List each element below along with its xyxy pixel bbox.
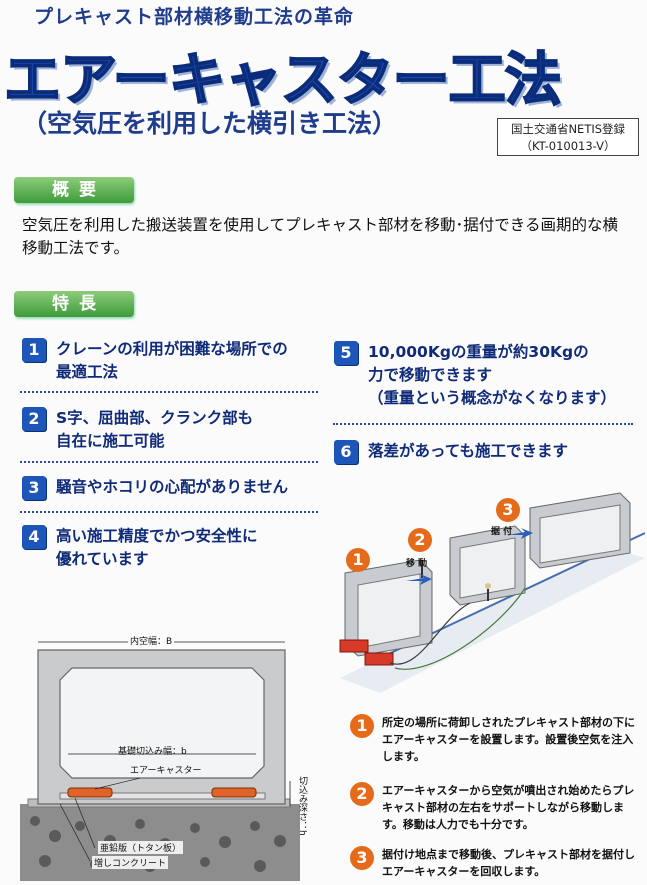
- feature-line: S字、屈曲部、クランク部も: [56, 409, 254, 427]
- feature-number: 4: [22, 525, 46, 549]
- box-2-opening: [459, 537, 516, 599]
- label-install: 据 付: [491, 527, 513, 537]
- feature-line: 自在に施工可能: [56, 432, 165, 450]
- zinc-plate: [59, 792, 266, 800]
- feature-line: 最適工法: [56, 363, 119, 381]
- step-text: エアーキャスターから空気が噴出され始めたらプレキャスト部材の左右をサポートしなが…: [382, 784, 635, 831]
- culvert-inner: [59, 667, 265, 779]
- scene-step-2: 2: [408, 528, 432, 552]
- feature-line: 優れています: [56, 550, 149, 568]
- feature-number: 1: [22, 338, 46, 362]
- worker-icon: [485, 583, 491, 589]
- step-number: 2: [350, 782, 374, 806]
- air-caster-left: [67, 787, 113, 798]
- label-base-cut: 基礎切込み幅：b: [118, 747, 187, 757]
- overview-text: 空気圧を利用した搬送装置を使用してプレキャスト部材を移動･据付できる画期的な横移…: [22, 216, 618, 257]
- step-number: 3: [350, 846, 374, 870]
- step-2: 2 エアーキャスターから空気が噴出され始めたらプレキャスト部材の左右をサポートし…: [350, 782, 640, 833]
- air-hose: [394, 587, 526, 670]
- leader-plate: [74, 797, 96, 849]
- feature-number: 3: [22, 476, 46, 500]
- leader-caster: [94, 777, 141, 790]
- step-3: 3 据付け地点まで移動後、プレキャスト部材を据付しエアーキャスターを回収します。: [350, 846, 640, 880]
- feature-number: 5: [334, 341, 358, 365]
- header-subtitle: プレキャスト部材横移動工法の革命: [34, 6, 355, 28]
- feature-line: 高い施工精度でかつ安全性に: [56, 527, 258, 545]
- scene-step-1: 1: [346, 548, 370, 572]
- air-hose: [389, 602, 471, 665]
- feature-number: 2: [22, 407, 46, 431]
- feature-3: 3 騒音やホコリの心配がありません: [22, 476, 322, 500]
- feature-line: 落差があっても施工できます: [368, 442, 568, 460]
- netis-line-2: （KT-010013-V）: [520, 139, 616, 153]
- worker-icon: [419, 560, 425, 566]
- feature-4: 4 高い施工精度でかつ安全性に 優れています: [22, 525, 322, 571]
- feature-2: 2 S字、屈曲部、クランク部も 自在に施工可能: [22, 407, 322, 453]
- label-inner-width: 内空幅：B: [128, 634, 175, 647]
- feature-line: 10,000Kgの重量が約30Kgの: [368, 343, 589, 361]
- header-subtitle-2: （空気圧を利用した横引き工法）: [22, 109, 398, 138]
- label-concrete: 増しコンクリート: [92, 856, 169, 869]
- netis-line-1: 国土交通省NETIS登録: [510, 122, 626, 136]
- arrow-icon: [406, 574, 432, 585]
- label-depth: 切込み深さ：h: [297, 776, 307, 836]
- divider: [20, 391, 318, 393]
- step-text: 据付け地点まで移動後、プレキャスト部材を据付しエアーキャスターを回収します。: [382, 848, 635, 878]
- divider: [333, 423, 633, 425]
- label-air-caster: エアーキャスター: [130, 763, 202, 776]
- feature-6: 6 落差があっても施工できます: [334, 440, 639, 464]
- label-move: 移 動: [406, 559, 428, 569]
- box-3-opening: [539, 504, 621, 564]
- step-text: 所定の場所に荷卸しされたプレキャスト部材の下にエアーキャスターを設置します。設置…: [382, 716, 635, 763]
- divider: [20, 461, 318, 463]
- label-plate: 亜鉛版（トタン板）: [98, 841, 184, 854]
- scene-step-3: 3: [496, 498, 520, 522]
- features-tag: 特長: [14, 291, 134, 317]
- feature-line: 騒音やホコリの心配がありません: [56, 478, 289, 496]
- feature-number: 6: [334, 440, 358, 464]
- feature-5: 5 10,000Kgの重量が約30Kgの 力で移動できます （重量という概念がな…: [334, 341, 639, 410]
- divider: [20, 511, 318, 513]
- caster-pad: [364, 652, 394, 666]
- cross-section-diagram: 内空幅：B 基礎切込み幅：b エアーキャスター 切込み深さ：h 亜鉛版（トタン板…: [0, 634, 310, 881]
- feature-line: クレーンの利用が困難な場所での: [56, 340, 288, 358]
- feature-line: 力で移動できます: [368, 366, 493, 384]
- netis-badge: 国土交通省NETIS登録 （KT-010013-V）: [497, 118, 639, 156]
- process-illustration: 1 2 3 移 動 据 付: [320, 478, 646, 708]
- step-1: 1 所定の場所に荷卸しされたプレキャスト部材の下にエアーキャスターを設置します。…: [350, 714, 640, 765]
- feature-line: （重量という概念がなくなります）: [368, 389, 617, 407]
- caster-pad: [339, 639, 369, 653]
- air-caster-right: [211, 787, 257, 798]
- leader-concrete: [59, 803, 91, 862]
- page-title: エアーキャスター工法: [3, 46, 563, 114]
- step-number: 1: [350, 714, 374, 738]
- process-svg: [339, 492, 646, 693]
- box-1-opening: [357, 573, 421, 649]
- arrow-icon: [508, 528, 533, 539]
- overview-tag: 概要: [14, 177, 134, 203]
- feature-1: 1 クレーンの利用が困難な場所での 最適工法: [22, 338, 322, 384]
